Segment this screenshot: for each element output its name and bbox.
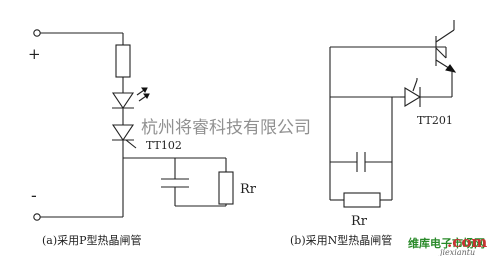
logo-watermark-cn: 维库电子市场网 xyxy=(408,236,485,250)
caption-a: (a)采用P型热晶闸管 xyxy=(42,233,142,247)
logo-watermark-sub: jiexiantu xyxy=(438,248,475,256)
resistor-label-b: Rr xyxy=(351,214,368,229)
terminal-bottom-a xyxy=(33,213,41,221)
site-watermark: 杭州将睿科技有限公司 xyxy=(141,118,311,138)
logo-watermark-com: .com xyxy=(447,233,487,251)
caption-b: (b)采用N型热晶闸管 xyxy=(290,233,392,247)
thyristor-tt201 xyxy=(404,78,422,107)
resistor-rr-b xyxy=(343,192,381,208)
circuit-a: + TT102 xyxy=(28,29,257,247)
led-a xyxy=(111,87,150,109)
capacitor-b xyxy=(356,152,366,172)
resistor-top-a xyxy=(115,44,131,78)
resistor-rr-a xyxy=(218,171,234,205)
logo-watermark: 维库电子市场网 .com jiexiantu xyxy=(408,233,487,256)
terminal-top-a xyxy=(33,29,41,37)
capacitor-a xyxy=(161,178,189,188)
resistor-label-a: Rr xyxy=(240,182,257,197)
transistor-b xyxy=(435,20,457,97)
thyristor-label-a: TT102 xyxy=(146,139,182,152)
thyristor-tt102 xyxy=(111,124,137,149)
thyristor-label-b: TT201 xyxy=(417,114,453,127)
plus-sign: + xyxy=(28,45,41,63)
minus-sign: - xyxy=(31,186,37,206)
circuit-b: TT201 Rr (b)采用N型热晶闸管 xyxy=(290,20,457,247)
